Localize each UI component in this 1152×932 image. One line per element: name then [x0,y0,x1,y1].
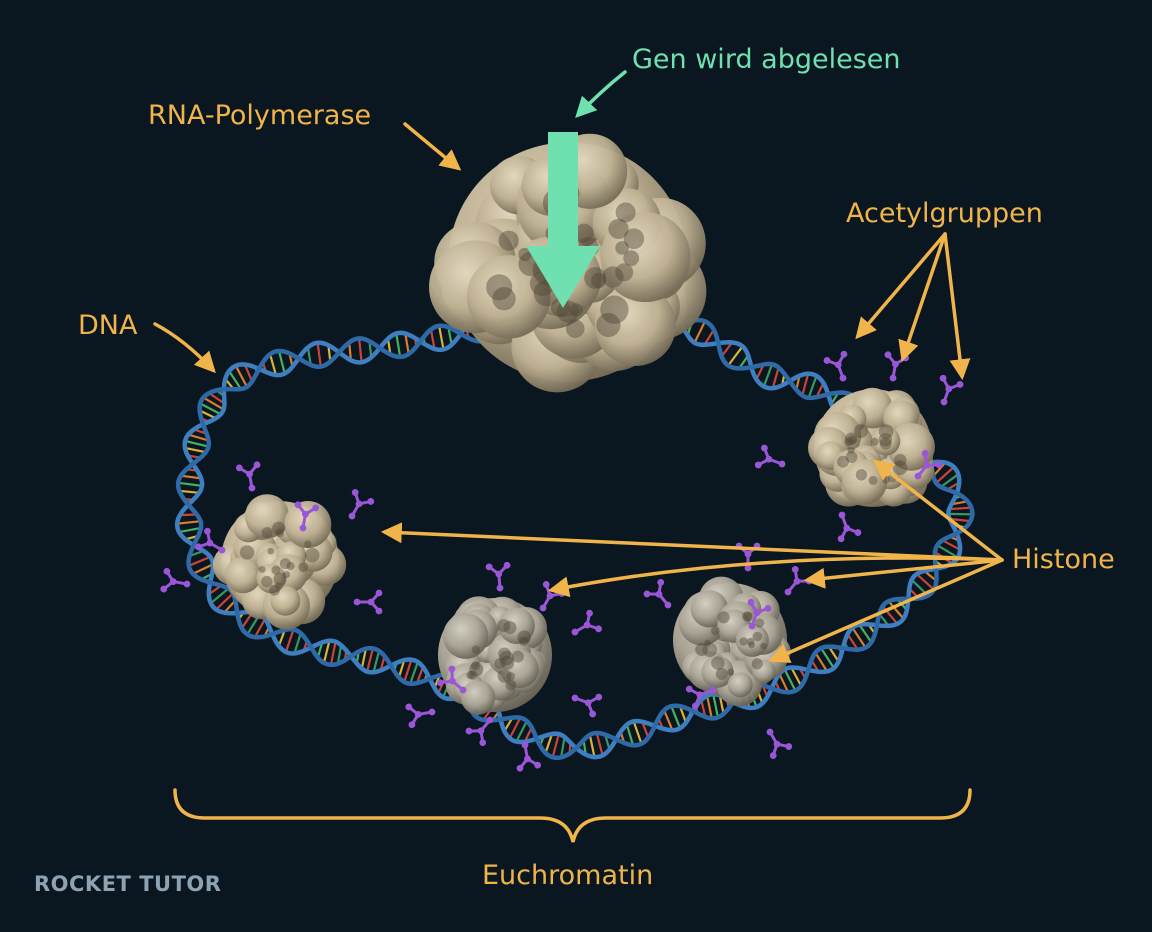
base-pair [331,642,336,665]
rocket-tutor-logo: ROCKET TUTOR [34,872,221,896]
base-pair [764,364,772,386]
base-pair [404,660,411,682]
acetyl-group [829,508,862,544]
histone-left [213,494,346,629]
base-pair [286,630,294,653]
base-pair [802,374,808,396]
acetyl-group [642,578,680,616]
base-pair [671,706,680,728]
acetyl-group [931,374,964,410]
acetyl-group [485,562,512,593]
acetyl-group [160,567,193,596]
base-pair [553,734,559,757]
acetyl-group [340,488,376,525]
base-pair [707,696,712,719]
base-pair [728,346,742,365]
arrow-acetyl-2 [903,234,945,358]
acetyl-group [776,565,814,603]
base-pair [949,508,971,510]
base-pair [597,733,603,755]
base-pair [318,343,321,367]
base-pair [189,557,211,566]
arrow-acetyl-3 [945,234,962,376]
base-pair [396,334,400,357]
base-pair [279,351,285,374]
histones-label: Histone [1012,546,1115,573]
dna-label: DNA [78,312,137,339]
base-pair [178,483,202,486]
base-pair [809,376,817,398]
arrow-gene-read-small [578,72,625,115]
arrow-dna [155,324,213,370]
arrow-histone-bottom-right-2 [772,560,1002,660]
euchromatin-label: Euchromatin [482,862,653,889]
base-pair [367,648,373,671]
acetyl-group [405,699,438,728]
acetyl-group [354,590,383,615]
base-pair [695,321,706,343]
gene-read-label: Gen wird abgelesen [632,46,901,73]
euchromatin-bracket [175,790,970,842]
arrow-histone-left [385,532,1002,560]
base-pair [324,641,329,663]
base-pair [634,721,642,743]
rna-polymerase-label: RNA-Polymerase [148,102,371,129]
acetyl-groups-label: Acetylgruppen [846,200,1043,227]
base-pair [590,735,595,757]
acetyl-group [754,444,790,477]
base-pair [359,338,362,362]
acetyl-group [758,723,794,760]
base-pair [177,521,200,524]
acetyl-group [568,685,604,718]
acetyl-group [566,609,603,645]
arrow-histone-bottom-right [808,560,1002,580]
base-pair [410,662,418,684]
histone-bottom-left [438,596,552,714]
acetyl-group [823,350,856,386]
base-pair [713,694,718,717]
base-pair [439,326,443,350]
arrow-acetyl-1 [858,234,945,336]
logo-text: ROCKET TUTOR [34,872,221,896]
arrow-rna-polymerase [405,124,458,168]
histone-right [808,388,935,507]
acetyl-group [235,461,264,494]
base-pair [185,441,208,447]
base-pair [193,564,213,573]
base-pair [948,514,972,515]
